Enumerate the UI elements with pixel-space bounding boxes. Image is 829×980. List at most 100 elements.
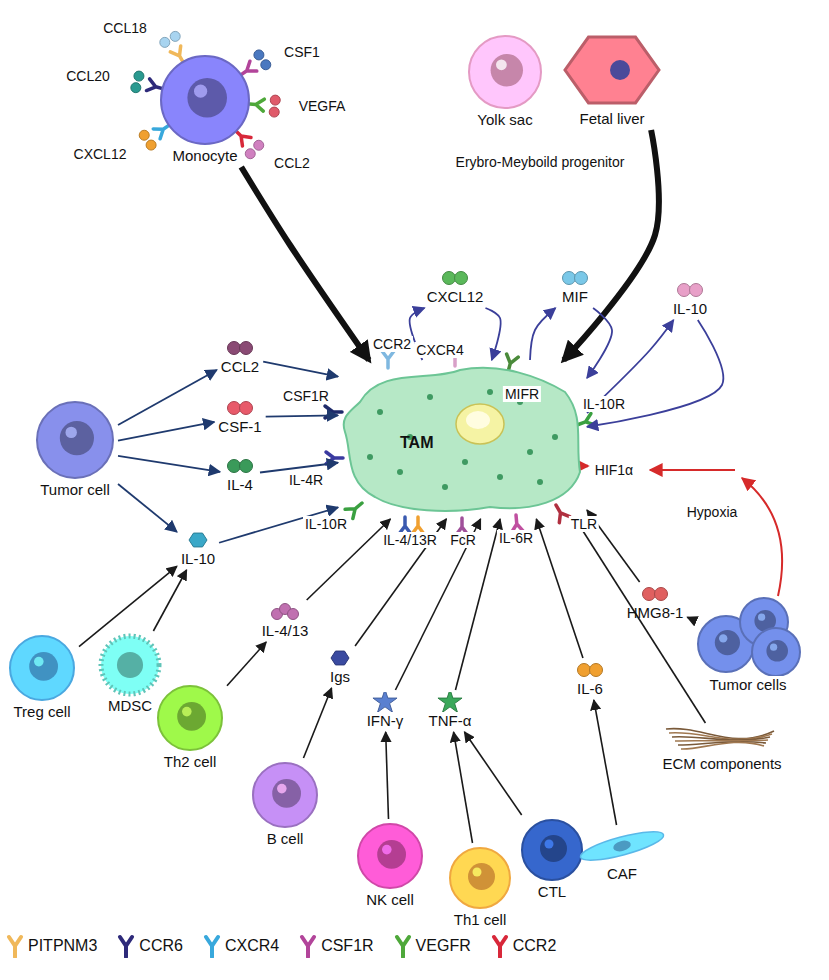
cell-nucleus bbox=[766, 640, 788, 662]
yolk-sac-cell: Yolk sac bbox=[466, 33, 544, 129]
il10-molecule: IL-10 bbox=[179, 530, 217, 568]
cell-name: Monocyte bbox=[170, 147, 239, 165]
th2-cell: Th2 cell bbox=[155, 683, 225, 771]
molecule-star bbox=[438, 692, 462, 712]
cell-body bbox=[253, 763, 317, 827]
molecule-bead bbox=[239, 342, 252, 355]
receptor-label: CXCR4 bbox=[414, 342, 465, 358]
cell-name: Th2 cell bbox=[162, 753, 219, 771]
molecule-icon bbox=[557, 268, 593, 288]
signal-arrow bbox=[454, 732, 473, 843]
molecule-bead bbox=[228, 460, 241, 473]
receptor-symbol bbox=[120, 937, 132, 957]
nucleus-highlight bbox=[382, 845, 392, 855]
cell-body bbox=[469, 36, 541, 108]
molecule-star bbox=[373, 692, 397, 712]
cell-shape bbox=[34, 399, 116, 481]
legend-swatch bbox=[394, 934, 412, 958]
nucleus-highlight bbox=[719, 634, 727, 642]
cell-nucleus bbox=[177, 702, 206, 731]
signal-arrow bbox=[303, 688, 331, 758]
legend-text: CSF1R bbox=[321, 937, 373, 955]
ligand-label: VEGFA bbox=[297, 98, 348, 114]
il10-molecule: IL-10 bbox=[671, 280, 709, 318]
cell-body bbox=[37, 402, 113, 478]
hypoxia-arrow bbox=[742, 478, 782, 596]
molecule-bead bbox=[240, 402, 253, 415]
molecule-hexagon bbox=[189, 533, 207, 547]
caf-body bbox=[578, 827, 666, 865]
signal-arrow bbox=[594, 700, 617, 825]
cell-nucleus bbox=[491, 54, 523, 86]
granule bbox=[487, 389, 493, 395]
nucleus-highlight bbox=[758, 614, 765, 621]
granule bbox=[527, 449, 533, 455]
molecule-icon bbox=[222, 338, 258, 358]
monocyte-cell: Monocyte bbox=[158, 53, 252, 165]
receptor-label: IL-4/13R bbox=[381, 532, 439, 548]
receptor-label: TLR bbox=[569, 516, 599, 532]
ligand-label: CSF1 bbox=[282, 44, 322, 60]
legend-swatch bbox=[203, 934, 221, 958]
cell-nucleus bbox=[540, 835, 567, 862]
cell-nucleus bbox=[187, 78, 227, 118]
nucleus-highlight bbox=[34, 657, 44, 667]
molecule-bead bbox=[227, 342, 240, 355]
legend-item: CCR6 bbox=[117, 934, 183, 958]
signal-arrow bbox=[536, 519, 583, 658]
signal-arrow bbox=[687, 617, 690, 618]
cell-name: B cell bbox=[265, 830, 306, 848]
cell-spikes bbox=[101, 636, 159, 694]
cell-shape bbox=[563, 30, 661, 110]
cell-body bbox=[752, 628, 800, 676]
molecule-bead bbox=[240, 460, 253, 473]
receptor-label: MIFR bbox=[503, 386, 541, 402]
fetal-liver-shape bbox=[565, 37, 659, 103]
tam-outline bbox=[340, 362, 585, 517]
molecule-icon bbox=[437, 268, 473, 288]
treg-cell: Treg cell bbox=[7, 633, 77, 721]
autocrine-arrow bbox=[485, 308, 500, 360]
ifn-gamma-molecule: IFN-γ bbox=[365, 692, 406, 730]
legend-swatch bbox=[6, 934, 24, 958]
signal-arrow bbox=[386, 732, 389, 819]
nucleus-highlight bbox=[277, 784, 287, 794]
molecule-name: IL-10 bbox=[179, 550, 217, 568]
signal-arrow bbox=[464, 732, 521, 815]
cell-nucleus bbox=[610, 60, 630, 80]
cell-body bbox=[450, 848, 510, 908]
cell-body bbox=[358, 824, 422, 888]
cell-shape bbox=[576, 827, 668, 865]
ecm-components: ECM components bbox=[660, 725, 783, 773]
molecule-name: TNF-α bbox=[427, 712, 474, 730]
molecule-icon bbox=[222, 456, 258, 476]
granule bbox=[462, 459, 468, 465]
tumor-cell: Tumor cell bbox=[34, 399, 116, 499]
signal-arrow bbox=[79, 566, 177, 646]
nucleolus bbox=[466, 411, 490, 429]
progenitor-label: Erybro-Meyboild progenitor bbox=[454, 154, 627, 170]
cell-name: CTL bbox=[536, 883, 568, 901]
cell-shape bbox=[692, 594, 804, 676]
molecule-name: IL-4/13 bbox=[260, 622, 311, 640]
cell-name: Yolk sac bbox=[475, 111, 534, 129]
molecule-bead bbox=[643, 588, 656, 601]
receptor-symbol bbox=[551, 502, 570, 523]
legend-item: VEGFR bbox=[394, 934, 471, 958]
cell-shape bbox=[155, 683, 225, 753]
granule bbox=[537, 479, 543, 485]
nk-cell: NK cell bbox=[355, 821, 425, 909]
signal-arrow bbox=[118, 484, 177, 532]
nucleus-highlight bbox=[182, 707, 192, 717]
molecule-name: CXCL12 bbox=[425, 288, 486, 306]
ligand-bead bbox=[134, 71, 144, 81]
receptor-label: CCR2 bbox=[371, 336, 413, 352]
decoration-layer bbox=[131, 31, 782, 596]
molecule-icon bbox=[432, 692, 468, 712]
legend-item: CSF1R bbox=[299, 934, 373, 958]
molecule-bead bbox=[454, 272, 467, 285]
ligand-bead bbox=[261, 60, 271, 70]
legend-item: CCR2 bbox=[491, 934, 557, 958]
connector-group bbox=[79, 130, 723, 843]
signal-arrow bbox=[263, 362, 338, 377]
